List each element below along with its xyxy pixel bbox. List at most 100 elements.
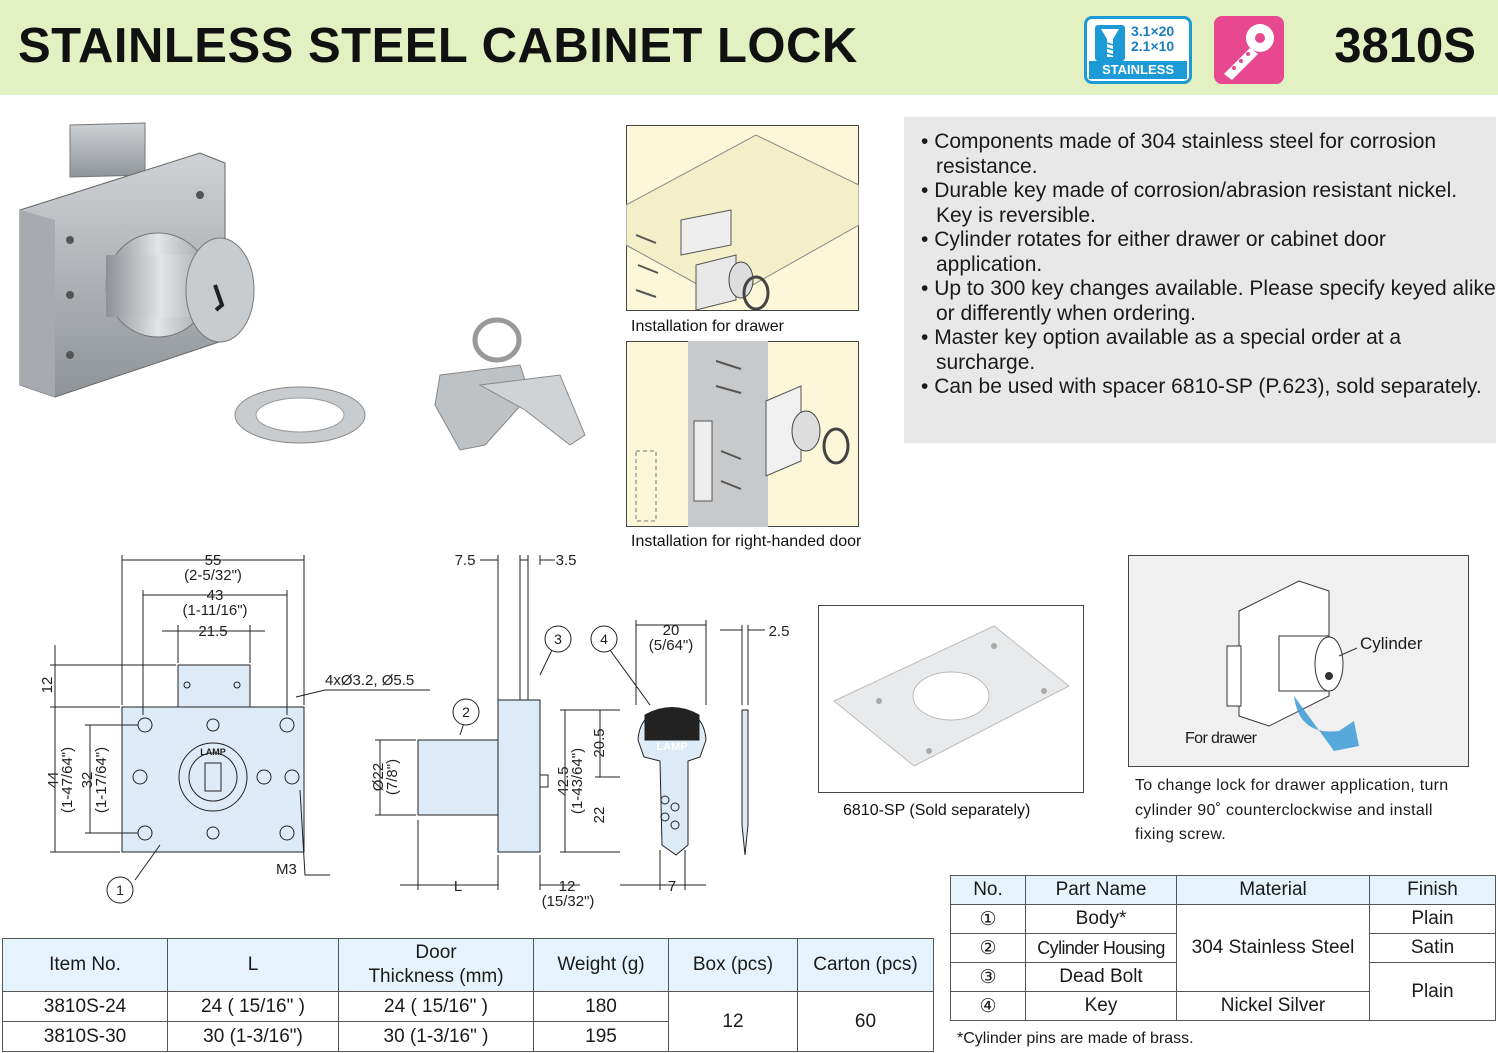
feature-item: Components made of 304 stainless steel f… [921, 130, 1496, 179]
lock-brand-mark: LAMP [200, 747, 226, 757]
dim-20-inch: (5/64") [649, 637, 694, 654]
col-l: L [167, 938, 339, 992]
door-installation-caption: Installation for right-handed door [631, 533, 862, 550]
dim-32-inch: (1-17/64") [93, 747, 110, 813]
dim-L: L [454, 878, 462, 895]
feature-list-panel: Components made of 304 stainless steel f… [904, 117, 1496, 443]
cell-part: Cylinder Housing [1025, 933, 1177, 963]
dim-43: 43 [207, 587, 224, 604]
dim-7: 7 [668, 878, 676, 895]
dim-22-dia: Ø22 [370, 763, 387, 791]
dim-22: 22 [591, 807, 608, 824]
col-part-name: Part Name [1025, 875, 1177, 905]
dim-3-5: 3.5 [556, 552, 577, 569]
cell-no: ① [950, 904, 1026, 934]
cell-no: ② [950, 933, 1026, 963]
spec-table: Item No. L Door Thickness (mm) Weight (g… [2, 938, 934, 1052]
col-no: No. [950, 875, 1026, 905]
cylinder-rotation-frame: Cylinder For drawer [1128, 555, 1469, 767]
callout-2: 2 [462, 704, 470, 720]
dim-20: 20 [663, 622, 680, 639]
feature-item: Cylinder rotates for either drawer or ca… [921, 228, 1496, 277]
cell-material-key: Nickel Silver [1176, 991, 1370, 1021]
spec-table-header-row: Item No. L Door Thickness (mm) Weight (g… [2, 938, 934, 992]
drawer-installation-illustration [626, 125, 859, 311]
cell-l: 30 (1-3/16") [167, 1021, 339, 1052]
dim-44-inch: (1-47/64") [59, 747, 76, 813]
callout-3: 3 [554, 631, 562, 647]
cell-finish: Plain [1369, 904, 1496, 934]
callout-1: 1 [116, 882, 124, 898]
dim-7-5: 7.5 [455, 552, 476, 569]
dim-32: 32 [79, 772, 96, 789]
feature-list: Components made of 304 stainless steel f… [904, 117, 1496, 400]
dim-12-inch: (15/32") [542, 893, 595, 910]
parts-footnote: *Cylinder pins are made of brass. [957, 1030, 1194, 1047]
key-badge [1214, 16, 1284, 84]
dim-12: 12 [559, 878, 576, 895]
cell-finish: Plain [1369, 962, 1496, 1021]
parts-table: No. Part Name Material Finish ① Body* 30… [950, 875, 1496, 1021]
model-number: 3810S [1334, 19, 1476, 73]
dim-12-bolt: 12 [39, 677, 56, 694]
key-icon [1224, 24, 1274, 80]
col-door-thickness: Door Thickness (mm) [338, 938, 534, 992]
col-material: Material [1176, 875, 1370, 905]
technical-drawing: 55 (2-5/32") 43 (1-11/16") 21.5 12 4xØ3.… [39, 552, 789, 910]
cylinder-rotation-illustration [1226, 580, 1359, 751]
dim-55: 55 [205, 552, 222, 569]
feature-item: Can be used with spacer 6810-SP (P.623),… [921, 375, 1496, 400]
col-item-no: Item No. [2, 938, 168, 992]
col-weight: Weight (g) [533, 938, 669, 992]
cell-door: 30 (1-3/16" ) [338, 1021, 534, 1052]
cell-item: 3810S-30 [2, 1021, 168, 1052]
col-finish: Finish [1369, 875, 1496, 905]
cylinder-label: Cylinder [1360, 634, 1423, 653]
dim-42-5: 42.5 [555, 766, 572, 795]
cell-door: 24 ( 15/16" ) [338, 991, 534, 1022]
stainless-screw-badge: 3.1×20 2.1×10 STAINLESS [1084, 16, 1192, 84]
dim-55-inch: (2-5/32") [184, 567, 242, 584]
dim-43-inch: (1-11/16") [182, 602, 247, 619]
cell-box: 12 [668, 991, 798, 1052]
table-row: ① Body* 304 Stainless Steel Plain [950, 904, 1496, 992]
spacer-plate-illustration [833, 625, 1070, 767]
cylinder-note-text: To change lock for drawer application, t… [1135, 777, 1449, 843]
screw-size-line2: 2.1×10 [1131, 38, 1175, 54]
feature-item: Master key option available as a special… [921, 326, 1496, 375]
cell-part: Key [1025, 991, 1177, 1021]
dim-20-5: 20.5 [591, 728, 608, 757]
page-title: STAINLESS STEEL CABINET LOCK [18, 19, 858, 73]
product-photo [19, 122, 586, 451]
dim-21-5: 21.5 [198, 623, 227, 640]
stainless-label: STAINLESS [1089, 61, 1187, 79]
cell-weight: 180 [533, 991, 669, 1022]
door-installation-illustration [626, 341, 859, 527]
table-row: 3810S-30 30 (1-3/16") 30 (1-3/16" ) 195 [2, 1021, 934, 1052]
spacer-caption: 6810-SP (Sold separately) [843, 802, 1031, 819]
spacer-image-frame [818, 605, 1084, 793]
drawer-installation-caption: Installation for drawer [631, 318, 784, 335]
col-box: Box (pcs) [668, 938, 798, 992]
dim-22-dia-inch: (7/8") [384, 759, 401, 795]
cell-carton: 60 [797, 991, 934, 1052]
dim-42-5-inch: (1-43/64") [569, 748, 586, 814]
for-drawer-label: For drawer [1185, 730, 1257, 747]
cell-l: 24 ( 15/16" ) [167, 991, 339, 1022]
screw-size-line1: 3.1×20 [1131, 23, 1175, 39]
table-row: 3810S-24 24 ( 15/16" ) 24 ( 15/16" ) 180… [2, 991, 934, 1052]
callout-4: 4 [600, 631, 608, 647]
cell-finish: Satin [1369, 933, 1496, 963]
table-row: ④ Key Nickel Silver [950, 991, 1496, 1021]
key-brand-mark: LAMP [656, 741, 687, 753]
dim-44: 44 [45, 772, 62, 789]
cell-item: 3810S-24 [2, 991, 168, 1022]
col-carton: Carton (pcs) [797, 938, 934, 992]
cell-no: ③ [950, 962, 1026, 992]
cell-material-steel: 304 Stainless Steel [1176, 904, 1370, 992]
cell-weight: 195 [533, 1021, 669, 1052]
feature-item: Up to 300 key changes available. Please … [921, 277, 1496, 326]
cell-part: Body* [1025, 904, 1177, 934]
parts-table-header-row: No. Part Name Material Finish [950, 875, 1496, 905]
cell-no: ④ [950, 991, 1026, 1021]
